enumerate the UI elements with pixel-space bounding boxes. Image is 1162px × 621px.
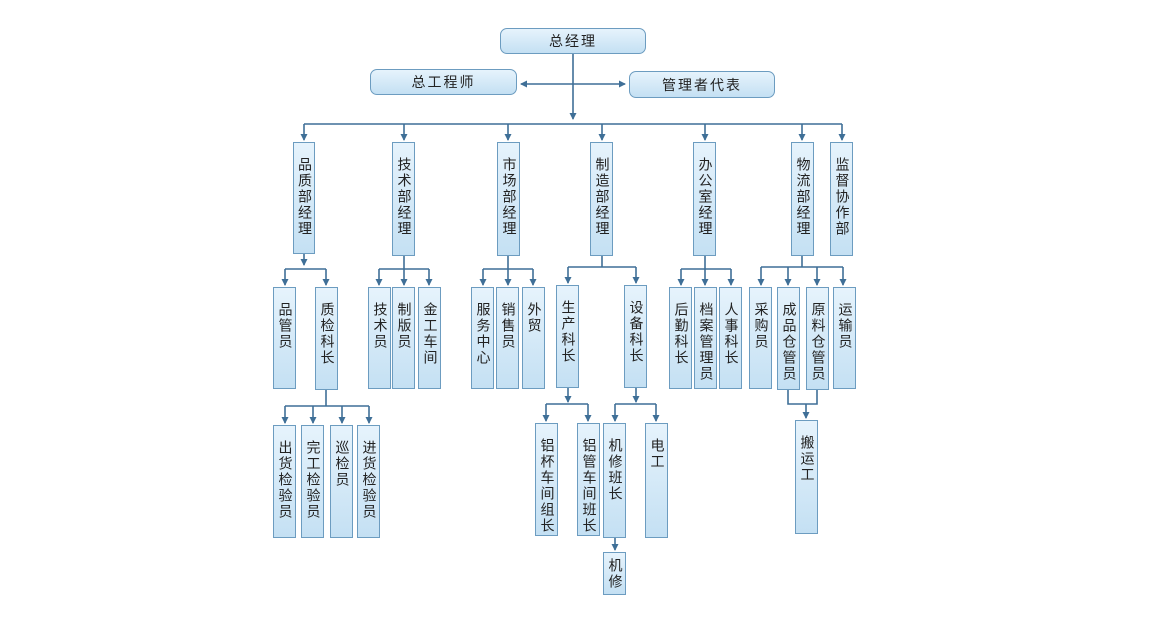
node-hr-chief: 人事科长	[719, 287, 742, 389]
node-service-center: 服务中心	[471, 287, 494, 389]
node-transporter: 运输员	[833, 287, 856, 389]
node-metal-workshop: 金工车间	[418, 287, 441, 389]
node-quality-keeper: 品管员	[273, 287, 296, 389]
node-technician: 技术员	[368, 287, 391, 389]
node-technology-manager: 技术部经理	[392, 142, 415, 256]
node-completion-inspector: 完工检验员	[301, 425, 324, 538]
node-patrol-inspector: 巡检员	[330, 425, 353, 538]
node-electrician: 电工	[645, 423, 668, 538]
node-plate-maker: 制版员	[392, 287, 415, 389]
node-buyer: 采购员	[749, 287, 772, 389]
node-foreign-trade: 外贸	[522, 287, 545, 389]
node-al-tube-leader: 铝管车间班长	[577, 423, 600, 536]
node-market-manager: 市场部经理	[497, 142, 520, 256]
node-supervision-department: 监督协作部	[830, 142, 853, 256]
node-salesperson: 销售员	[496, 287, 519, 389]
node-logistics-chief: 后勤科长	[669, 287, 692, 389]
node-general-manager: 总经理	[500, 28, 646, 54]
node-archives-manager: 档案管理员	[694, 287, 717, 389]
node-porter: 搬运工	[795, 420, 818, 534]
node-management-representative: 管理者代表	[629, 71, 775, 98]
node-outgoing-inspector: 出货检验员	[273, 425, 296, 538]
node-incoming-inspector: 进货检验员	[357, 425, 380, 538]
connector-keepers-to-porter	[787, 390, 818, 418]
node-qc-section-chief: 质检科长	[315, 287, 338, 390]
node-repair-team-leader: 机修班长	[603, 423, 626, 538]
node-mechanic: 机修	[603, 552, 626, 595]
node-chief-engineer: 总工程师	[370, 69, 517, 95]
node-manufacturing-manager: 制造部经理	[590, 142, 613, 256]
node-equipment-chief: 设备科长	[624, 285, 647, 388]
node-logistics-manager: 物流部经理	[791, 142, 814, 256]
node-quality-manager: 品质部经理	[293, 142, 315, 254]
node-finished-goods-keeper: 成品仓管员	[777, 287, 800, 390]
node-al-cup-leader: 铝杯车间组长	[535, 423, 558, 536]
node-production-chief: 生产科长	[556, 285, 579, 388]
node-office-manager: 办公室经理	[693, 142, 716, 256]
node-raw-material-keeper: 原料仓管员	[806, 287, 829, 390]
